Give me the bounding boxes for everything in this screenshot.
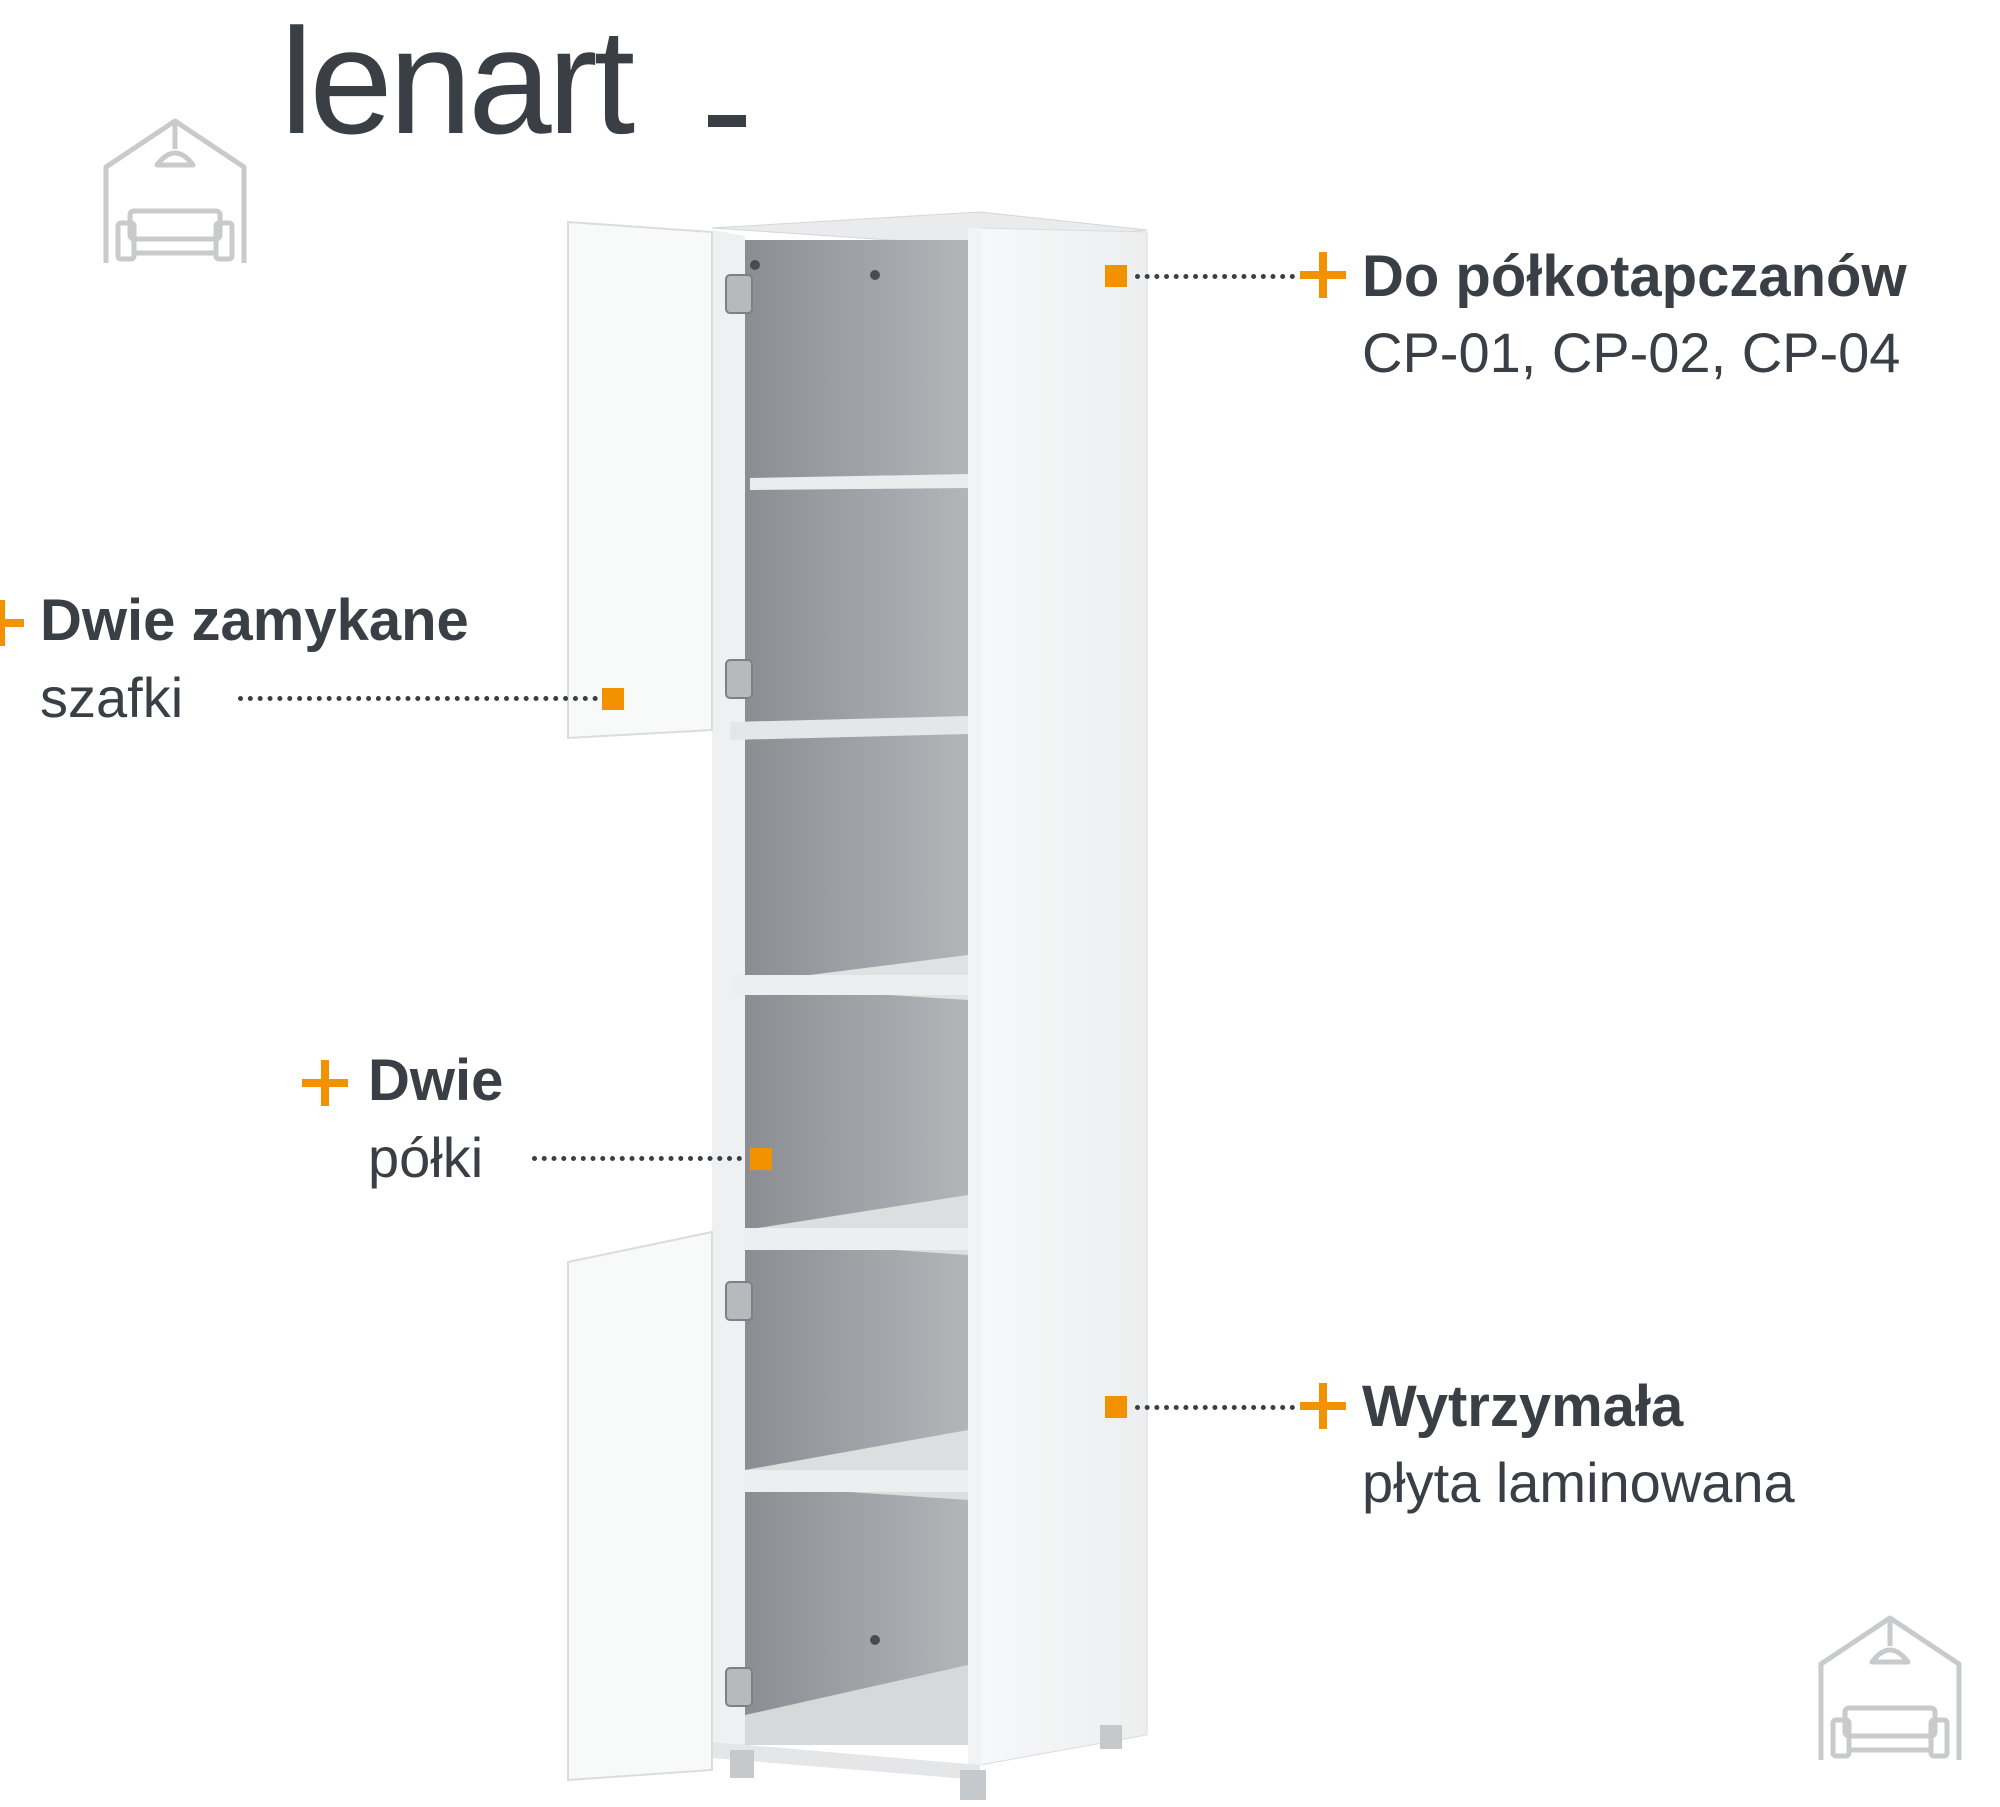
square-marker-icon <box>1105 1396 1127 1418</box>
plus-icon <box>1300 1383 1346 1429</box>
house-with-sofa-icon <box>1818 1615 1962 1760</box>
brand-logo-text: lenart <box>280 0 635 165</box>
cabinet-illustration <box>567 211 1148 1800</box>
callout-shelves-title: Dwie <box>368 1048 504 1113</box>
callout-compat-title: Do półkotapczanów <box>1362 244 1907 309</box>
house-with-sofa-icon <box>103 118 247 263</box>
plus-icon <box>1300 252 1346 298</box>
callout-compat-detail: CP-01, CP-02, CP-04 <box>1362 321 1901 384</box>
brand-logo: lenart <box>280 6 635 156</box>
plus-icon <box>302 1060 348 1106</box>
callout-dotted-line <box>532 1156 742 1161</box>
callout-cabinets-title: Dwie zamykane <box>40 588 469 653</box>
plus-icon <box>0 600 24 646</box>
callout-dotted-line <box>1135 274 1295 279</box>
callout-material-title: Wytrzymała <box>1362 1374 1684 1439</box>
square-marker-icon <box>602 688 624 710</box>
callout-cabinets-detail: szafki <box>40 666 184 729</box>
callout-shelves-detail: półki <box>368 1126 484 1189</box>
brand-logo-underscore <box>708 115 746 127</box>
callout-material-detail: płyta laminowana <box>1362 1451 1795 1514</box>
callout-dotted-line <box>238 696 598 701</box>
square-marker-icon <box>1105 265 1127 287</box>
square-marker-icon <box>750 1148 772 1170</box>
callout-dotted-line <box>1135 1405 1295 1410</box>
